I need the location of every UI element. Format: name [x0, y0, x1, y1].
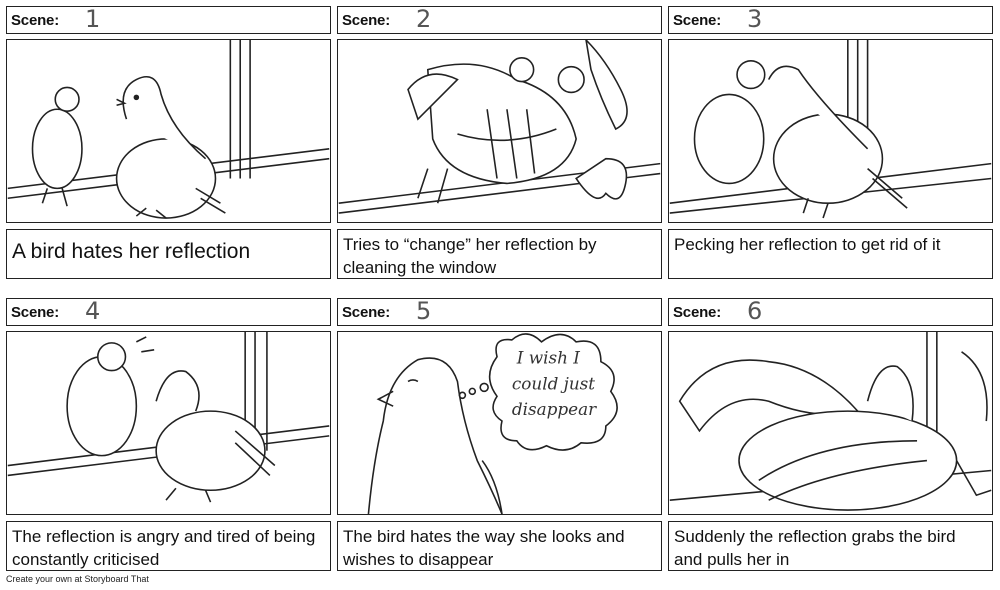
scene-label: Scene:: [11, 304, 59, 321]
scene-caption: The reflection is angry and tired of bei…: [12, 527, 316, 569]
scene-header-2: Scene: 2: [337, 5, 662, 34]
thought-line-3: disappear: [512, 399, 597, 419]
scene-number: 5: [416, 297, 432, 325]
scene-caption-box-3: Pecking her reflection to get rid of it: [668, 229, 993, 279]
scene-number: 4: [85, 297, 101, 325]
scene-caption-box-6: Suddenly the reflection grabs the bird a…: [668, 521, 993, 571]
scene-number: 3: [747, 5, 763, 33]
scene-caption-box-5: The bird hates the way she looks and wis…: [337, 521, 662, 571]
scene-number: 1: [85, 5, 101, 33]
scene-caption: Tries to “change” her reflection by clea…: [343, 235, 597, 277]
scene-caption: The bird hates the way she looks and wis…: [343, 527, 625, 569]
scene-number: 6: [747, 297, 763, 325]
footer-credit[interactable]: Create your own at Storyboard That: [6, 574, 149, 584]
bird-drawing: I wish I could just disappear: [367, 333, 618, 514]
scene-caption: A bird hates her reflection: [12, 240, 251, 263]
bird-drawing: [7, 332, 330, 503]
scene-label: Scene:: [342, 12, 390, 29]
scene-illustration-4: [6, 331, 331, 515]
scene-label: Scene:: [11, 12, 59, 29]
scene-label: Scene:: [342, 304, 390, 321]
scene-caption: Pecking her reflection to get rid of it: [674, 235, 941, 254]
scene-header-3: Scene: 3: [668, 5, 993, 34]
scene-illustration-6: [668, 331, 993, 515]
scene-label: Scene:: [673, 304, 721, 321]
bird-drawing: [7, 40, 330, 219]
scene-caption-box-1: A bird hates her reflection: [6, 229, 331, 279]
scene-header-6: Scene: 6: [668, 297, 993, 326]
thought-line-2: could just: [512, 373, 595, 393]
scene-caption-box-4: The reflection is angry and tired of bei…: [6, 521, 331, 571]
thought-line-1: I wish I: [516, 348, 581, 368]
bird-drawing: [669, 40, 992, 219]
scene-caption-box-2: Tries to “change” her reflection by clea…: [337, 229, 662, 279]
bird-drawing: [338, 40, 661, 214]
scene-header-5: Scene: 5: [337, 297, 662, 326]
scene-header-4: Scene: 4: [6, 297, 331, 326]
scene-illustration-1: [6, 39, 331, 223]
scene-illustration-5: I wish I could just disappear: [337, 331, 662, 515]
bird-drawing: [669, 332, 992, 511]
scene-caption: Suddenly the reflection grabs the bird a…: [674, 527, 956, 569]
scene-illustration-3: [668, 39, 993, 223]
scene-label: Scene:: [673, 12, 721, 29]
scene-illustration-2: [337, 39, 662, 223]
scene-number: 2: [416, 5, 432, 33]
scene-header-1: Scene: 1: [6, 5, 331, 34]
